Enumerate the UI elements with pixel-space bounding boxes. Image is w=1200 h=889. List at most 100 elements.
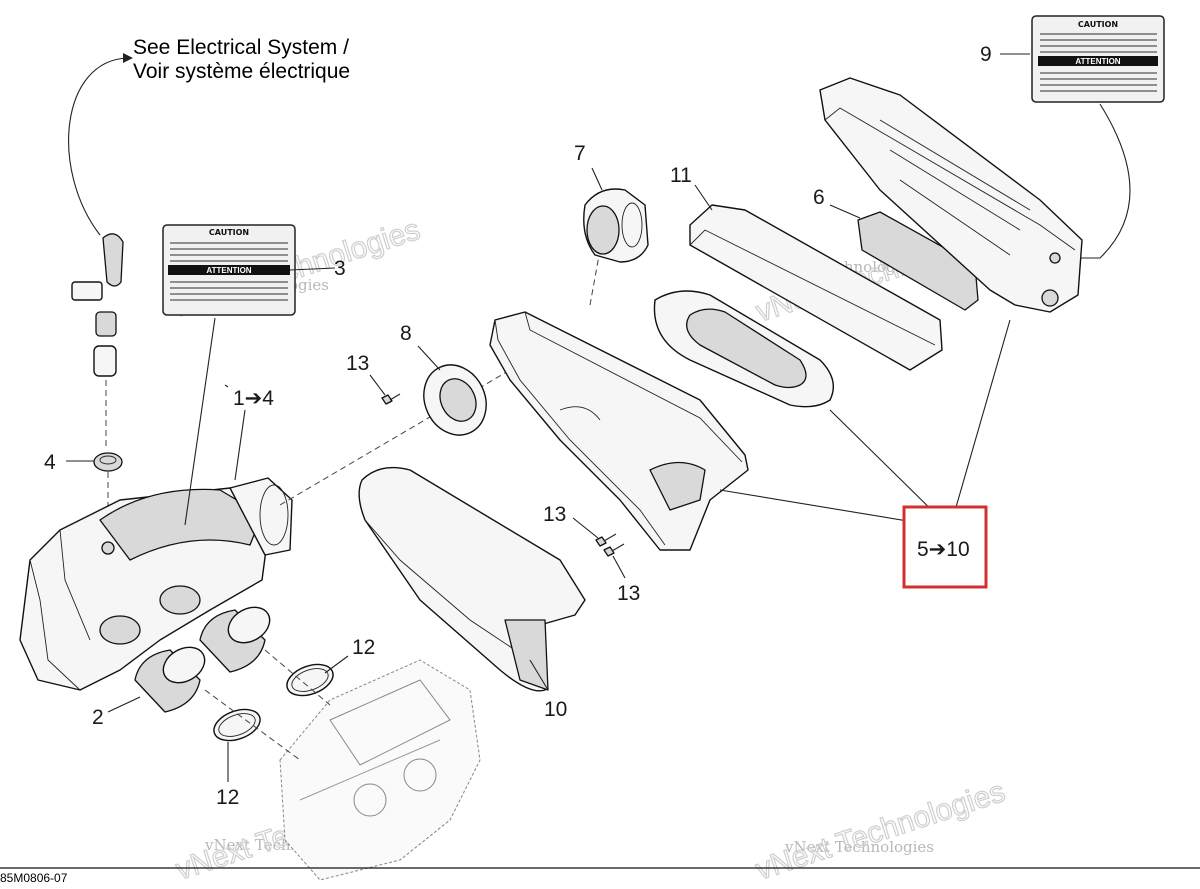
callout-12-upper: 12 [352,636,375,659]
engine-port [403,758,437,792]
callout-6: 6 [813,186,825,209]
seal-ring-inner [439,378,477,422]
leader-12-upper [324,655,349,674]
silencer-cap [583,188,649,263]
caution-decal-lines [1040,33,1157,53]
callout-11: 11 [670,164,692,187]
attention-band [1038,56,1158,66]
screw-mid-b-shank [611,543,625,552]
assembly-line [264,649,331,706]
intake-horn-mouth [259,484,289,546]
lower-cover [358,466,586,692]
leader-1-4-a [234,409,246,481]
silencer-edge [494,319,666,546]
gasket-opening [686,308,807,389]
clamp-upper [286,663,334,697]
callout-3: 3 [334,257,346,280]
seal-ring [423,364,487,436]
adaptor-right-mouth [227,606,271,644]
intake-adaptors [134,606,271,713]
airbox-rib [59,529,91,641]
callout-2: 2 [92,706,104,729]
callout-12-lower: 12 [216,786,239,809]
reference-arrowhead [123,53,133,63]
attention-decal-lines [1040,72,1157,92]
caution-decal-lines [170,242,288,262]
leader-11 [694,184,713,211]
caution-decal-caution: CAUTION [209,228,249,237]
silencer-rim [524,311,743,463]
clamp-lower-inner [218,713,256,737]
screw-mid-b [603,546,615,557]
attention-band [168,265,290,275]
screw-top-shank [389,393,401,401]
adaptor-left-mouth [162,646,206,684]
leader-7 [591,167,603,191]
caution-decal-attention: ATTENTION [206,266,251,275]
lower-cover-body [358,466,586,692]
airbox-edge [29,559,81,691]
callout-1-4: 1➔4 [233,387,274,410]
reference-note-line1: See Electrical System / [133,36,349,59]
callout-10: 10 [544,698,567,721]
upper-housing-rim [824,107,1076,251]
upper-silencer-housing [819,77,1083,313]
leader-1-4 [224,384,229,388]
leader-13-top [369,374,386,396]
leader-5-housing [949,319,1011,529]
upper-housing-mount-hole [1049,252,1061,264]
engine-block [279,659,481,881]
airbox-port-left [99,615,141,645]
sensor-body [95,311,117,337]
engine-rib [299,739,441,801]
foam-pad [857,211,979,311]
clamps [213,663,334,742]
leader-13-mid [572,517,599,539]
engine-head [329,679,451,766]
silencer-outlet [649,461,706,511]
sensor-hose [102,233,124,287]
screw-top [381,394,393,405]
leader-lines [66,53,1131,782]
leader-10 [529,659,549,691]
callout-13-low: 13 [617,582,640,605]
leader-13-low [612,555,626,579]
lower-cover-edge [364,519,531,661]
silencer-main-body [489,311,749,551]
watermark-text: vNext Technologies [784,838,934,856]
leader-3 [289,267,336,271]
engine-outline [279,659,481,881]
callout-9: 9 [980,43,992,66]
silencer-cover [689,204,943,371]
screw-mid-a-shank [603,533,617,542]
reference-arrow [68,57,129,236]
engine-port [353,783,387,817]
cap-rim [621,202,643,248]
airbox-lower-housing [19,477,293,691]
callout-numbers: 1➔4 2 3 4 5➔10 6 7 8 9 10 11 12 12 13 13… [44,43,992,809]
callout-13-mid: 13 [543,503,566,526]
highlight-box [902,505,988,589]
electrical-reference-note: See Electrical System / Voir système éle… [68,36,350,236]
reference-note-line2: Voir système électrique [133,60,350,83]
attention-decal-lines [170,281,288,301]
caution-decal-attention: ATTENTION [1075,57,1120,66]
callout-7: 7 [574,142,586,165]
cover-body [689,204,943,371]
caution-decal-large: CAUTION ATTENTION [1031,15,1165,103]
screws [381,393,625,557]
leader-2 [107,696,141,713]
drawing-code: 85M0806-07 [0,871,68,884]
callout-4: 4 [44,451,56,474]
foam-body [857,211,979,311]
callout-13-top: 13 [346,352,369,375]
upper-housing-body [819,77,1083,313]
sensor-connector [71,281,103,301]
silencer-contour [559,406,601,421]
clamp-upper-inner [291,668,329,692]
callout-8: 8 [400,322,412,345]
cover-rim [689,229,936,346]
sensor-probe [93,345,117,377]
